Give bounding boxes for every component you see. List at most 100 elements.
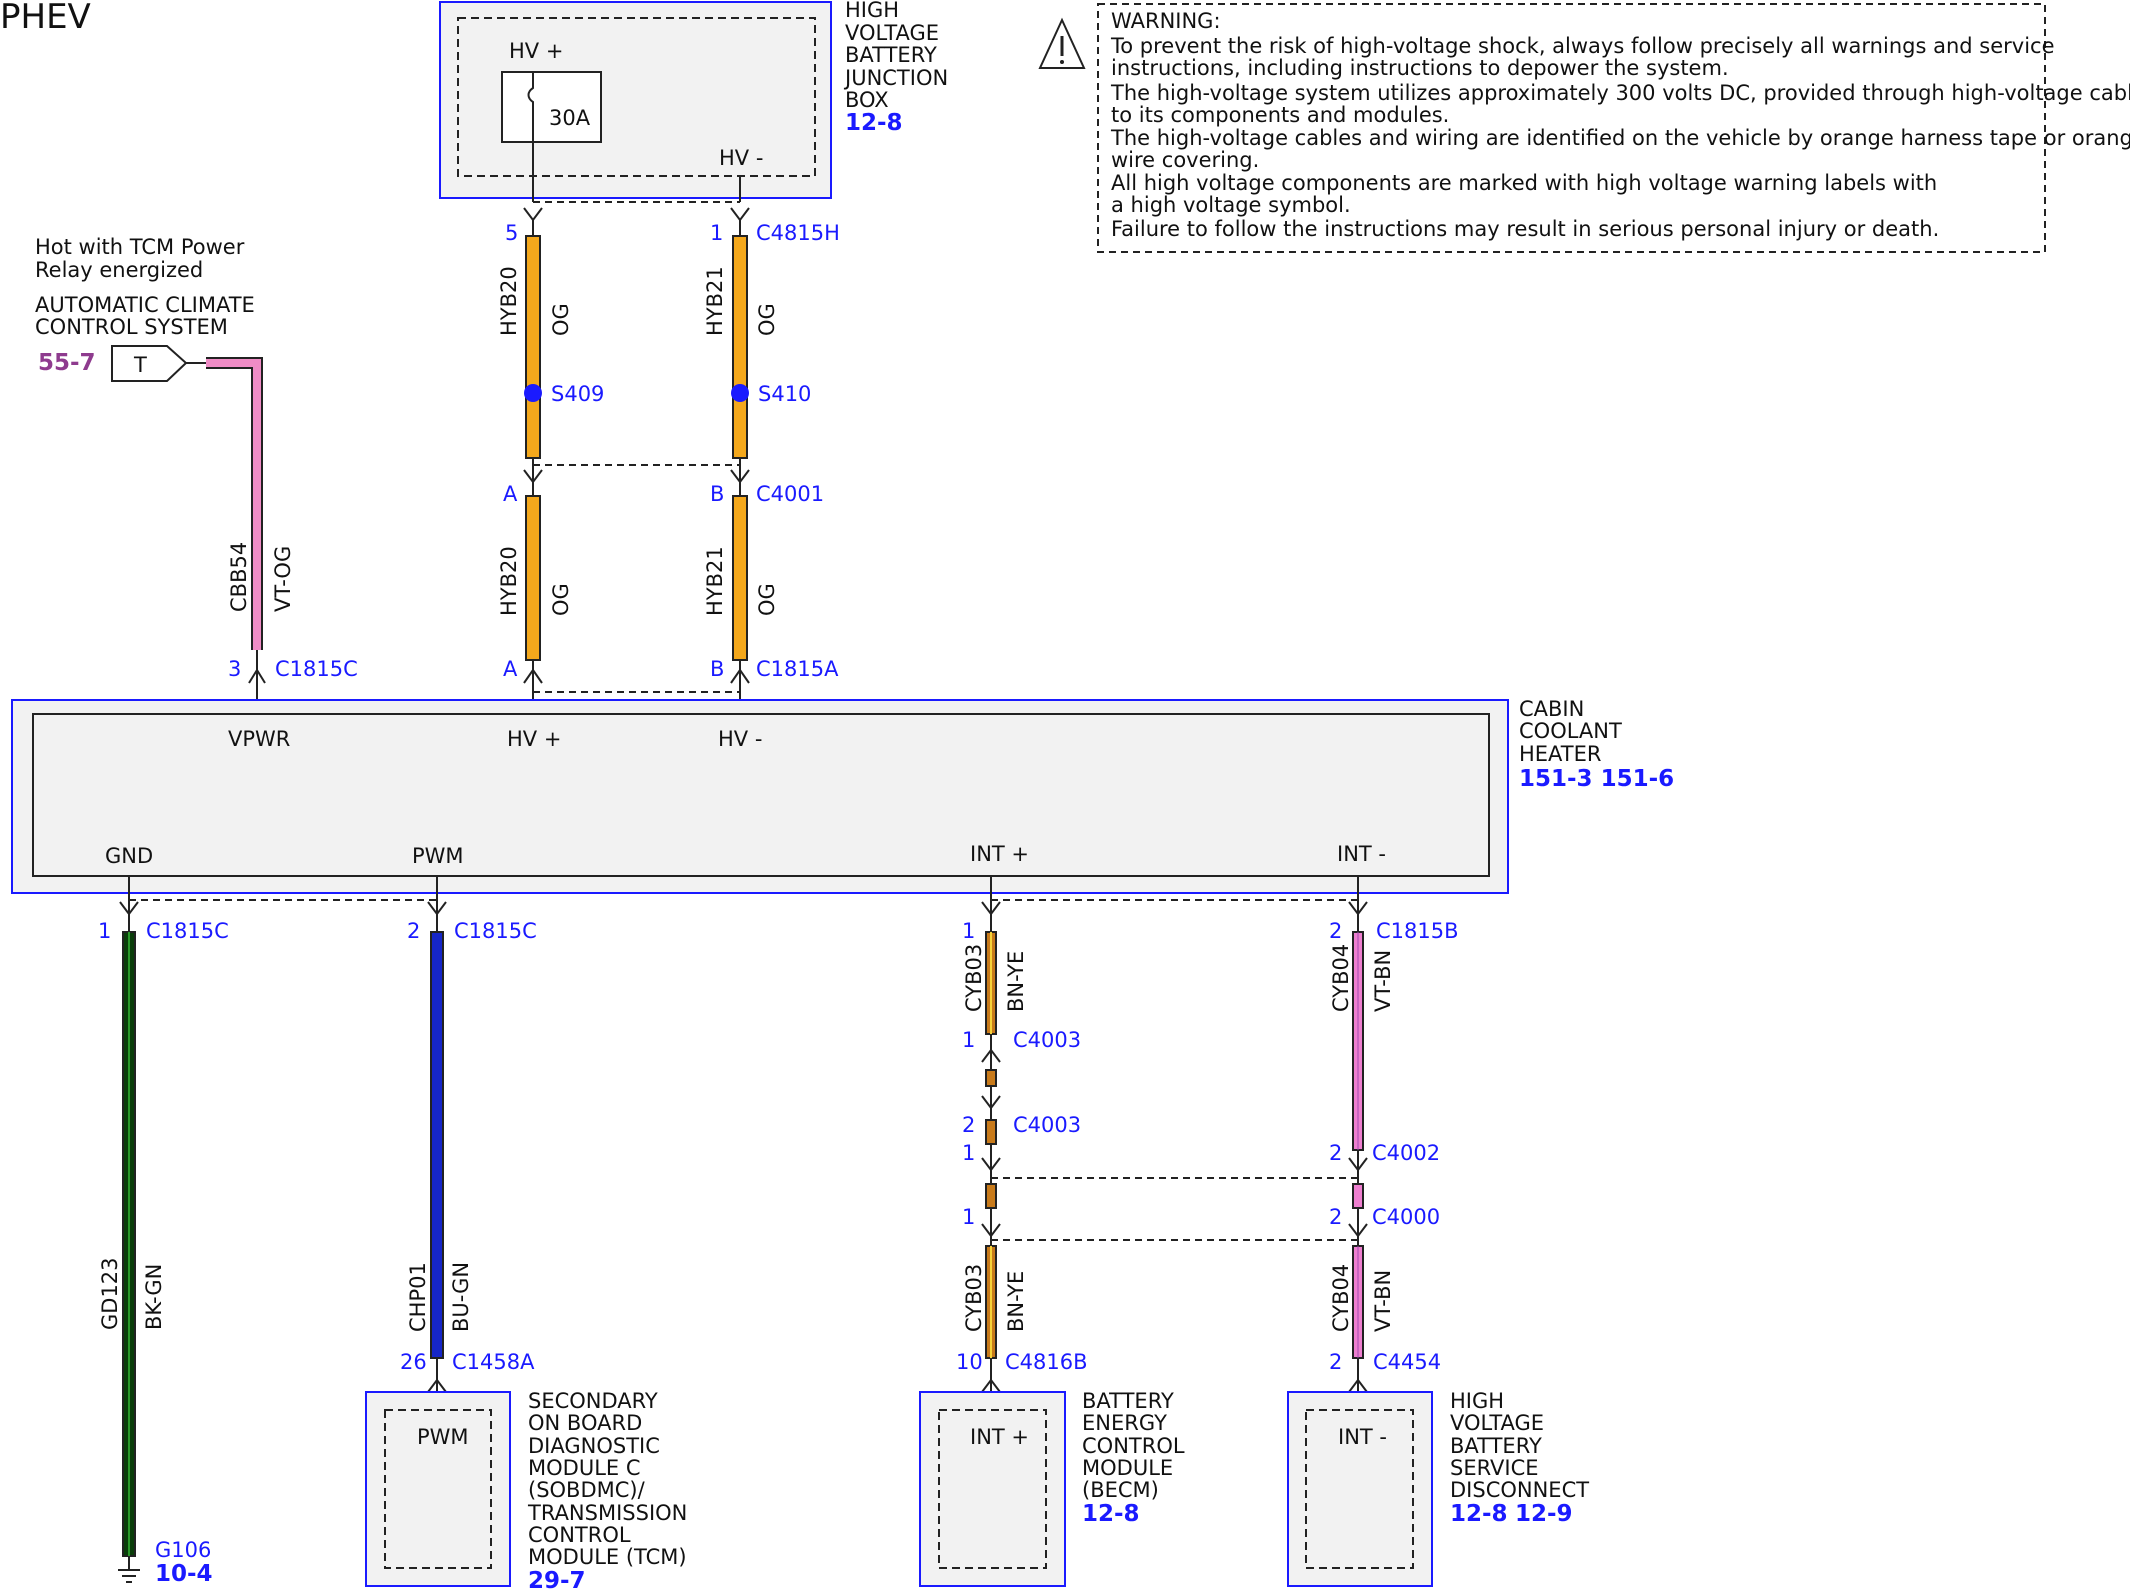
splice-s409-label: S409 bbox=[551, 382, 604, 406]
cyb03-bottom-color: BN-YE bbox=[1004, 1271, 1028, 1332]
heater-gnd: GND bbox=[105, 844, 153, 868]
cyb04-top-circuit: CYB04 bbox=[1329, 944, 1353, 1012]
heater-name-2: COOLANT bbox=[1519, 719, 1622, 743]
pin-c4000: 2 bbox=[1329, 1205, 1342, 1229]
pin-int-minus: 2 bbox=[1329, 919, 1342, 943]
cyb03-top-color: BN-YE bbox=[1004, 951, 1028, 1012]
warning-line-5: The high-voltage cables and wiring are i… bbox=[1110, 126, 2130, 150]
wire-cyb03-inline[interactable] bbox=[985, 1183, 997, 1209]
tcm-name-3: DIAGNOSTIC bbox=[528, 1434, 660, 1458]
wire-cyb04-top[interactable] bbox=[1352, 931, 1364, 1151]
splice-s410-label: S410 bbox=[758, 382, 811, 406]
climate-hot-2: Relay energized bbox=[35, 258, 203, 282]
pin-pwm-end: 26 bbox=[400, 1350, 427, 1374]
conn-c4000[interactable]: C4000 bbox=[1372, 1205, 1440, 1229]
becm-name-3: CONTROL bbox=[1082, 1434, 1185, 1458]
disconnect-name-1: HIGH bbox=[1450, 1389, 1504, 1413]
wire-cyb03-top[interactable] bbox=[985, 931, 997, 1035]
conn-gnd[interactable]: C1815C bbox=[146, 919, 229, 943]
wire-cyb03-stub[interactable] bbox=[985, 1069, 997, 1087]
conn-c1815b[interactable]: C1815B bbox=[1376, 919, 1459, 943]
pin-gnd: 1 bbox=[98, 919, 111, 943]
climate-ref[interactable]: 55-7 bbox=[38, 350, 96, 376]
conn-c4003-b[interactable]: C4003 bbox=[1013, 1113, 1081, 1137]
ground-ref[interactable]: 10-4 bbox=[155, 1561, 213, 1587]
disconnect-ref-2[interactable]: 12-9 bbox=[1515, 1501, 1573, 1527]
cyb03-bottom-circuit: CYB03 bbox=[962, 1264, 986, 1332]
jb-ref[interactable]: 12-8 bbox=[845, 110, 903, 136]
disconnect-name-4: SERVICE bbox=[1450, 1456, 1539, 1480]
chp01-color: BU-GN bbox=[449, 1262, 473, 1332]
pin-hv-plus-top: 5 bbox=[505, 221, 518, 245]
splice-s409[interactable] bbox=[524, 384, 542, 402]
disconnect-name-3: BATTERY bbox=[1450, 1434, 1542, 1458]
heater-int-minus: INT - bbox=[1337, 842, 1386, 866]
ground-g106: G106 bbox=[155, 1538, 211, 1562]
fuse-box bbox=[501, 71, 602, 143]
conn-c1815a[interactable]: C1815A bbox=[756, 657, 839, 681]
jb-hv-plus: HV + bbox=[509, 39, 563, 63]
conn-c4003-a[interactable]: C4003 bbox=[1013, 1028, 1081, 1052]
tcm-ref[interactable]: 29-7 bbox=[528, 1568, 586, 1590]
tcm-name-7: CONTROL bbox=[528, 1523, 631, 1547]
conn-c4001[interactable]: C4001 bbox=[756, 482, 824, 506]
hyb20-bottom-circuit: HYB20 bbox=[497, 546, 521, 616]
cabin-coolant-heater: VPWR HV + HV - GND PWM INT + INT - CABIN… bbox=[11, 697, 1674, 894]
jb-name-1: HIGH bbox=[845, 0, 899, 22]
pin-int-minus-end: 2 bbox=[1329, 1350, 1342, 1374]
jb-name-5: BOX bbox=[845, 88, 889, 112]
wire-hyb21-bottom[interactable] bbox=[732, 495, 748, 661]
wire-cyb03-bottom[interactable] bbox=[985, 1245, 997, 1359]
becm-ref[interactable]: 12-8 bbox=[1082, 1501, 1140, 1527]
wire-hyb20-top[interactable] bbox=[525, 235, 541, 459]
wire-gd123[interactable] bbox=[122, 931, 136, 1557]
warning-line-6: wire covering. bbox=[1111, 148, 1259, 172]
fuse-rating: 30A bbox=[549, 106, 591, 130]
becm-pin-label: INT + bbox=[970, 1425, 1029, 1449]
warning-line-3: The high-voltage system utilizes approxi… bbox=[1110, 81, 2130, 105]
pin-inline-2: 1 bbox=[962, 1205, 975, 1229]
wire-hyb21-top[interactable] bbox=[732, 235, 748, 459]
wire-cbb54[interactable] bbox=[206, 357, 263, 650]
conn-vpwr[interactable]: C1815C bbox=[275, 657, 358, 681]
warning-box: WARNING: To prevent the risk of high-vol… bbox=[1038, 3, 2130, 253]
gd123-circuit: GD123 bbox=[98, 1257, 122, 1330]
warning-triangle-icon bbox=[1038, 17, 1086, 69]
conn-c4002[interactable]: C4002 bbox=[1372, 1141, 1440, 1165]
disconnect-ref-1[interactable]: 12-8 bbox=[1450, 1501, 1508, 1527]
cyb03-top-circuit: CYB03 bbox=[962, 944, 986, 1012]
pin-c1815a-a: A bbox=[503, 657, 518, 681]
conn-c4816b[interactable]: C4816B bbox=[1005, 1350, 1088, 1374]
wire-cyb04-bottom[interactable] bbox=[1352, 1245, 1364, 1359]
conn-pwm[interactable]: C1815C bbox=[454, 919, 537, 943]
heater-ref[interactable]: 151-3 151-6 bbox=[1519, 766, 1674, 792]
climate-control: Hot with TCM Power Relay energized AUTOM… bbox=[35, 235, 255, 382]
tcm-name-4: MODULE C bbox=[528, 1456, 641, 1480]
wire-hyb20-bottom[interactable] bbox=[525, 495, 541, 661]
climate-name-1: AUTOMATIC CLIMATE bbox=[35, 293, 255, 317]
becm-name-1: BATTERY bbox=[1082, 1389, 1174, 1413]
conn-c4815h[interactable]: C4815H bbox=[756, 221, 840, 245]
pin-c4003-b: 2 bbox=[962, 1113, 975, 1137]
warning-heading: WARNING: bbox=[1111, 9, 1221, 33]
tcm-name-1: SECONDARY bbox=[528, 1389, 658, 1413]
pin-arrow bbox=[248, 668, 266, 684]
hyb20-top-circuit: HYB20 bbox=[497, 266, 521, 336]
warning-line-8: a high voltage symbol. bbox=[1111, 193, 1351, 217]
conn-c4454[interactable]: C4454 bbox=[1373, 1350, 1441, 1374]
wire-cyb03-jumper[interactable] bbox=[985, 1119, 997, 1145]
wire-chp01[interactable] bbox=[430, 931, 444, 1359]
module-tcm: PWM SECONDARY ON BOARD DIAGNOSTIC MODULE… bbox=[365, 1389, 687, 1590]
ground-icon bbox=[118, 1556, 140, 1583]
pin-c4003-a: 1 bbox=[962, 1028, 975, 1052]
tcm-pin-label: PWM bbox=[417, 1425, 469, 1449]
hyb20-bottom-color: OG bbox=[549, 583, 573, 616]
wire-cyb04-inline[interactable] bbox=[1352, 1183, 1364, 1209]
warning-line-1: To prevent the risk of high-voltage shoc… bbox=[1110, 34, 2055, 58]
hyb21-bottom-circuit: HYB21 bbox=[703, 546, 727, 616]
becm-name-5: (BECM) bbox=[1082, 1478, 1159, 1502]
conn-c1458a[interactable]: C1458A bbox=[452, 1350, 535, 1374]
splice-s410[interactable] bbox=[731, 384, 749, 402]
disconnect-name-5: DISCONNECT bbox=[1450, 1478, 1589, 1502]
pin-pwm: 2 bbox=[407, 919, 420, 943]
